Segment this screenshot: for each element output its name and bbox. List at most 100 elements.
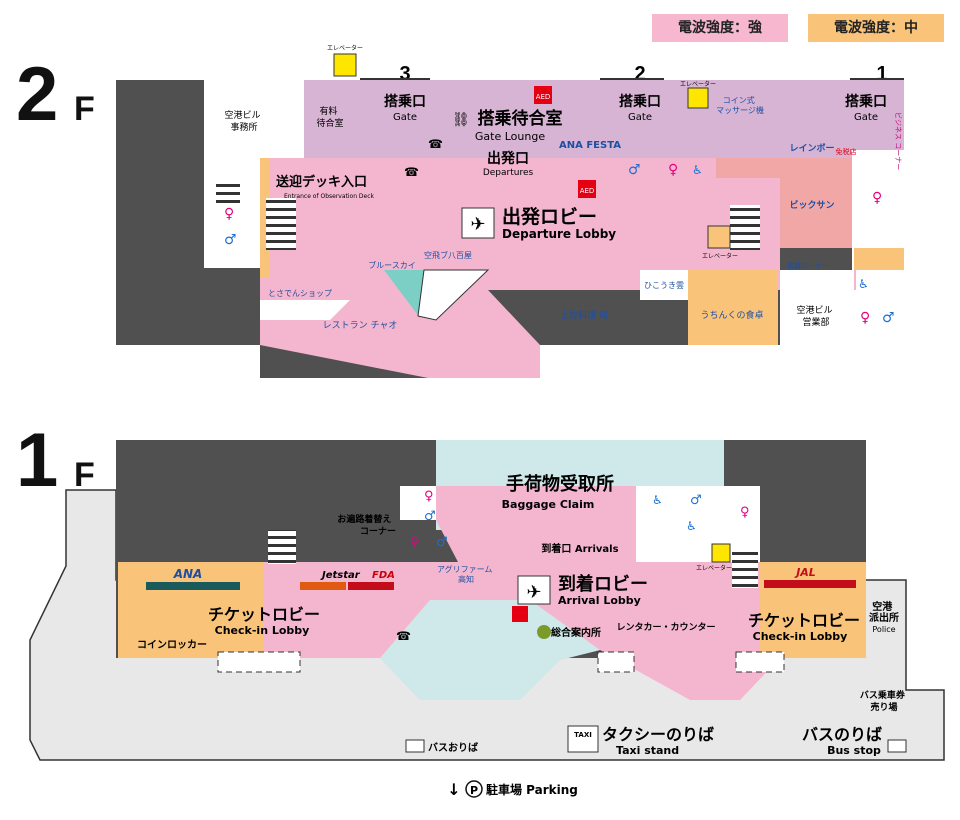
parking-label: 駐車場 Parking <box>486 782 578 797</box>
gate-1-en: Gate <box>854 112 878 123</box>
uchinku-area <box>688 270 778 345</box>
arrival-lobby-plane-icon <box>517 575 551 605</box>
departure-plane-glyph: ✈ <box>470 214 485 235</box>
bus-stop-label: バスのりば <box>802 725 882 744</box>
bus-drop-label: バスおりば <box>428 741 478 754</box>
phone-icon: ☎ <box>404 165 419 179</box>
office-area <box>204 80 274 160</box>
entrance-1f-center <box>597 651 635 673</box>
checkin-left-en: Check-in Lobby <box>215 624 310 637</box>
arrivals-gate-label: 到着口 Arrivals <box>541 542 618 555</box>
aed-1f-icon <box>512 606 528 622</box>
floor-1-f: F <box>74 456 95 494</box>
stairs-2f-left <box>266 198 296 250</box>
observation-deck-en: Entrance of Observation Deck <box>284 193 375 200</box>
sales-office-area <box>780 270 854 345</box>
tosaden-shop-area <box>260 300 350 320</box>
ana-counter <box>146 582 240 590</box>
restroom-male-icon: ♂ <box>690 493 702 508</box>
changing-line1: お遍路着替え <box>337 513 391 525</box>
departure-lobby-label: 出発ロビー <box>502 205 597 228</box>
aed-2f-lobby-icon <box>578 180 596 198</box>
office-label-line1: 空港ビル <box>225 109 261 121</box>
sales-office-line2: 営業部 <box>802 316 829 328</box>
ana-festa-label: ANA FESTA <box>559 140 621 151</box>
restroom-male-icon: ♂ <box>424 509 436 524</box>
bus-ticket-label: バス乗車券 売り場 <box>860 689 908 713</box>
courtyard-area <box>380 600 600 700</box>
tax-free-label: 免税店 <box>836 147 857 156</box>
massage-line1: コイン式 <box>723 95 755 105</box>
accessible-icon: ♿ <box>692 163 703 177</box>
escalator-well <box>417 269 490 321</box>
paid-lounge-line1: 有料 <box>320 105 338 117</box>
blue-sky-label: ブルースカイ <box>368 260 416 270</box>
elevator-1f-icon <box>711 543 731 563</box>
jetstar-counter <box>300 582 346 590</box>
taxi-stand-en: Taxi stand <box>616 744 679 757</box>
stairs-1f-left <box>268 530 296 564</box>
elevator-2f-lobby-label: エレベーター <box>702 252 738 260</box>
checkin-right-en: Check-in Lobby <box>753 630 848 643</box>
departures-gate-en: Departures <box>483 168 534 178</box>
sales-office-line1: 空港ビル <box>797 304 833 316</box>
parking-icon <box>465 780 483 798</box>
restroom-female-icon: ♀ <box>740 505 750 520</box>
gate-2-en: Gate <box>628 112 652 123</box>
hyakushu-label: 空飛ブ八百屋 <box>424 250 472 260</box>
taxi-stand-label: タクシーのりば <box>602 725 714 744</box>
info-icon <box>537 625 551 639</box>
restroom-male-icon: ♂ <box>436 535 448 550</box>
gate-2-label: 搭乗口 <box>619 93 661 110</box>
floor2-left-rooms <box>204 158 260 268</box>
hikoukigumo-label: ひこうき雲 <box>644 281 684 290</box>
legend-signal-strong: 電波強度：強 <box>652 14 788 42</box>
office-label-line2: 事務所 <box>230 121 257 133</box>
paid-lounge-area <box>304 80 356 160</box>
arrival-plane-glyph: ✈ <box>526 582 541 603</box>
baggage-claim-label: 手荷物受取所 <box>506 473 614 495</box>
business-corner-label: ビジネス コーナー <box>894 112 903 170</box>
office-label: 空港ビル 事務所 <box>225 109 264 133</box>
restroom-female-icon: ♀ <box>410 535 420 550</box>
arrivals-corridor <box>400 486 636 562</box>
elevator-2f-lobby-icon <box>707 225 731 249</box>
aed-2f-gate-text: AED <box>536 93 551 101</box>
taxi-icon-label: TAXI <box>574 731 592 739</box>
hikoukigumo-area <box>640 270 688 300</box>
arrival-lobby-label: 到着ロビー <box>558 573 648 595</box>
agri-line2: 高知 <box>458 574 474 584</box>
tosaden-label: とさでんショップ <box>268 289 332 298</box>
gate-1-label: 搭乗口 <box>845 93 887 110</box>
massage-line2: マッサージ機 <box>716 105 764 115</box>
ana-logo: ANA <box>173 567 203 581</box>
police-line1: 空港 <box>872 600 893 613</box>
restroom-male-icon: ♂ <box>224 232 237 248</box>
stairs-2f-right <box>730 205 760 250</box>
elevator-2f-top-icon <box>333 53 357 77</box>
floor-1-number: 1 <box>16 418 58 503</box>
gate-3-en: Gate <box>393 112 417 123</box>
checkin-left-label: チケットロビー <box>208 605 320 624</box>
gate-lounge-label: 搭乗待合室 <box>478 108 563 129</box>
restroom-female-icon: ♀ <box>860 310 870 326</box>
departure-lobby-en: Departure Lobby <box>502 227 616 241</box>
gate-lounge-en: Gate Lounge <box>475 130 545 143</box>
baggage-claim-en: Baggage Claim <box>502 498 595 511</box>
police-en: Police <box>872 625 895 634</box>
legend-signal-medium: 電波強度：中 <box>808 14 944 42</box>
bus-ticket-line2: 売り場 <box>870 701 897 713</box>
restroom-female-icon: ♀ <box>872 190 882 206</box>
bic-label: ビックサン <box>789 199 834 211</box>
uchinku-label: うちんくの食卓 <box>700 309 763 321</box>
restaurant-label: レストラン チャオ <box>323 320 398 331</box>
bic-area <box>716 158 852 248</box>
aed-2f-lobby-text: AED <box>580 187 595 195</box>
accessible-icon: ♿ <box>686 519 697 533</box>
jal-logo: JAL <box>794 566 816 579</box>
stairs-1f-right <box>732 548 758 588</box>
sales-office-label: 空港ビル 営業部 <box>797 304 836 328</box>
gate-3-number: 3 <box>399 63 410 85</box>
accessible-icon: ♿ <box>652 493 663 507</box>
parking-arrow-icon: ↓ <box>447 780 460 799</box>
